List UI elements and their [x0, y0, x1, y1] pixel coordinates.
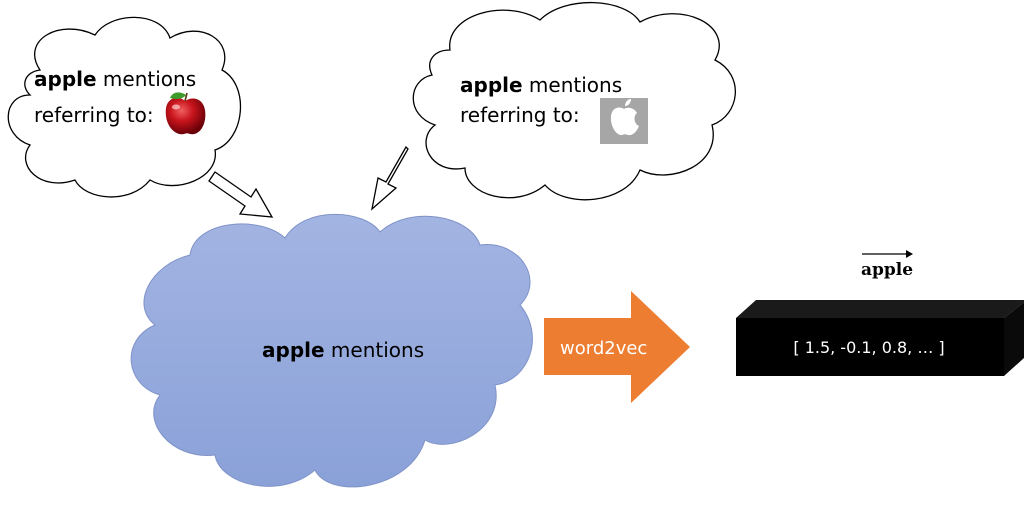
- arrow-company-to-merged: [371, 145, 409, 211]
- vector-box-top: [736, 300, 1024, 318]
- vector-label-group: apple: [861, 250, 913, 280]
- cloud-merged-rest: mentions: [325, 338, 425, 362]
- cloud-fruit-rest: mentions: [97, 67, 197, 91]
- word2vec-arrow: word2vec: [544, 291, 690, 403]
- cloud-fruit-shape: [7, 16, 242, 198]
- apple-logo-icon: [600, 98, 648, 144]
- cloud-company-shape: [412, 1, 736, 201]
- cloud-fruit-line2: referring to:: [34, 103, 154, 127]
- cloud-fruit: apple mentions referring to:: [7, 16, 242, 198]
- vector-label: apple: [861, 260, 913, 280]
- word2vec-label: word2vec: [560, 338, 647, 359]
- cloud-company: apple mentions referring to:: [412, 1, 736, 201]
- cloud-merged-shape: [130, 213, 533, 488]
- cloud-company-keyword: apple: [460, 73, 523, 97]
- cloud-company-rest: mentions: [523, 73, 623, 97]
- word2vec-arrow-shape: [544, 291, 690, 403]
- red-apple-fruit-icon: [165, 92, 206, 135]
- vector-box: [ 1.5, -0.1, 0.8, … ]: [736, 300, 1024, 376]
- cloud-fruit-keyword: apple: [34, 67, 97, 91]
- cloud-fruit-line1: apple mentions: [34, 67, 196, 91]
- arrow-fruit-to-merged: [208, 171, 274, 218]
- vector-box-front: [736, 318, 1004, 376]
- cloud-company-line1: apple mentions: [460, 73, 622, 97]
- cloud-merged-keyword: apple: [262, 338, 325, 362]
- vector-box-side: [1004, 302, 1024, 376]
- cloud-merged-label: apple mentions: [262, 338, 424, 362]
- vector-values: [ 1.5, -0.1, 0.8, … ]: [793, 338, 944, 357]
- vector-arrowhead: [906, 250, 913, 258]
- cloud-merged: apple mentions: [130, 213, 533, 488]
- cloud-company-line2: referring to:: [460, 103, 580, 127]
